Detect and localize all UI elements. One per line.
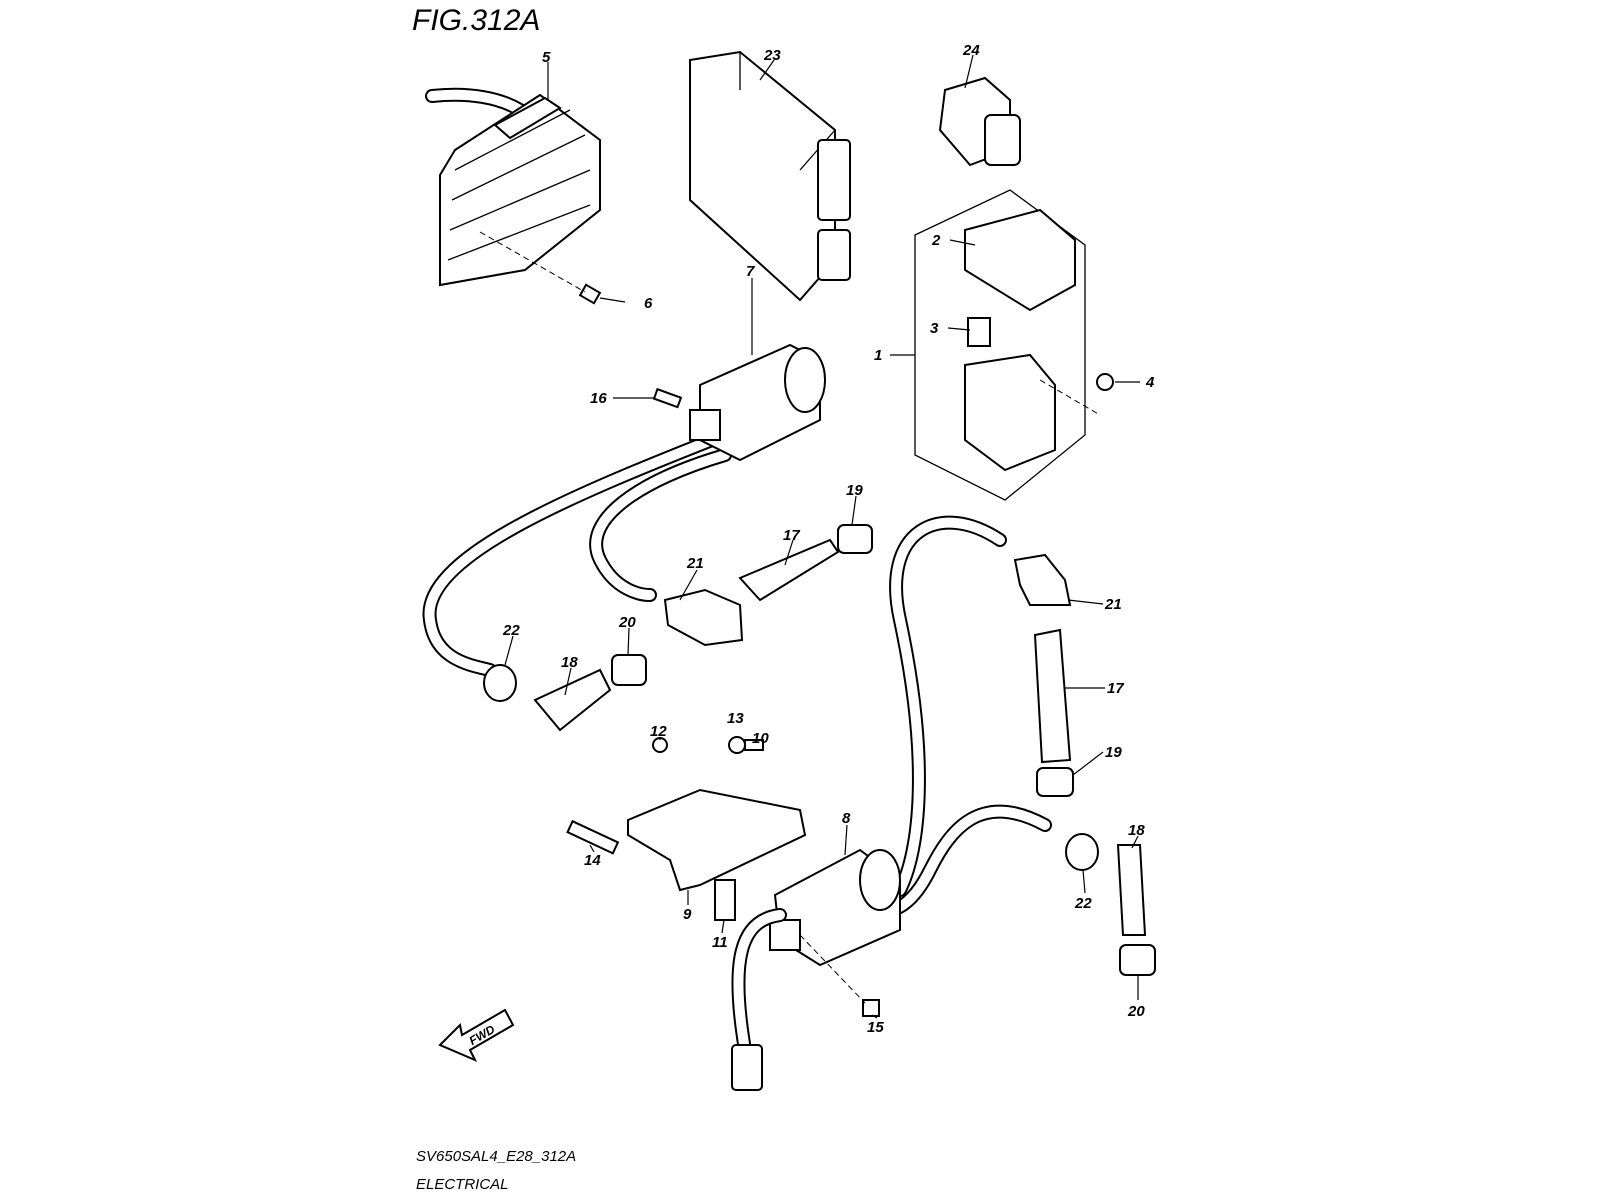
callout-22-right: 22 xyxy=(1074,895,1092,912)
callout-13: 13 xyxy=(727,710,744,727)
ignition-coil-8-and-bracket xyxy=(566,736,901,1091)
callout-1: 1 xyxy=(874,347,882,364)
ignition-coil-7 xyxy=(422,343,826,677)
callout-2: 2 xyxy=(931,232,941,249)
ecm-unit xyxy=(689,50,851,302)
callout-18-right: 18 xyxy=(1128,822,1145,839)
callout-8: 8 xyxy=(842,810,851,827)
callout-24: 24 xyxy=(962,42,980,59)
callout-7: 7 xyxy=(746,263,755,280)
callout-20: 20 xyxy=(618,614,636,631)
callout-4: 4 xyxy=(1145,374,1155,391)
callout-17-right: 17 xyxy=(1107,680,1124,697)
callout-14: 14 xyxy=(584,852,601,869)
callout-9: 9 xyxy=(683,906,692,923)
callout-18: 18 xyxy=(561,654,578,671)
relay-24 xyxy=(938,76,1021,167)
callout-6: 6 xyxy=(644,295,653,312)
callout-10: 10 xyxy=(752,730,769,747)
high-tension-cables-right xyxy=(878,515,1156,976)
bolt-6 xyxy=(479,231,626,305)
callout-3: 3 xyxy=(930,320,939,337)
figure-title: FIG.312A xyxy=(412,4,540,37)
callout-21-right: 21 xyxy=(1104,596,1122,613)
spark-plug-caps-left xyxy=(483,524,873,732)
callout-22: 22 xyxy=(502,622,520,639)
leader-lines xyxy=(504,54,1140,1019)
callout-15: 15 xyxy=(867,1019,884,1036)
callout-21: 21 xyxy=(686,555,704,572)
callouts: 5 23 24 2 3 1 4 6 7 16 19 17 21 22 20 18… xyxy=(502,42,1155,1036)
callout-5: 5 xyxy=(542,49,551,66)
callout-16: 16 xyxy=(590,390,607,407)
callout-20-right: 20 xyxy=(1127,1003,1145,1020)
starter-relay-assembly xyxy=(914,189,1114,501)
callout-12: 12 xyxy=(650,723,667,740)
model-code: SV650SAL4_E28_312A xyxy=(416,1148,576,1165)
regulator-rectifier xyxy=(425,87,601,287)
callout-23: 23 xyxy=(763,47,781,64)
section-name: ELECTRICAL xyxy=(416,1176,509,1193)
callout-11: 11 xyxy=(712,934,728,951)
fwd-arrow-icon: FWD xyxy=(438,1008,515,1062)
callout-17: 17 xyxy=(783,527,800,544)
callout-19-right: 19 xyxy=(1105,744,1122,761)
callout-19: 19 xyxy=(846,482,863,499)
